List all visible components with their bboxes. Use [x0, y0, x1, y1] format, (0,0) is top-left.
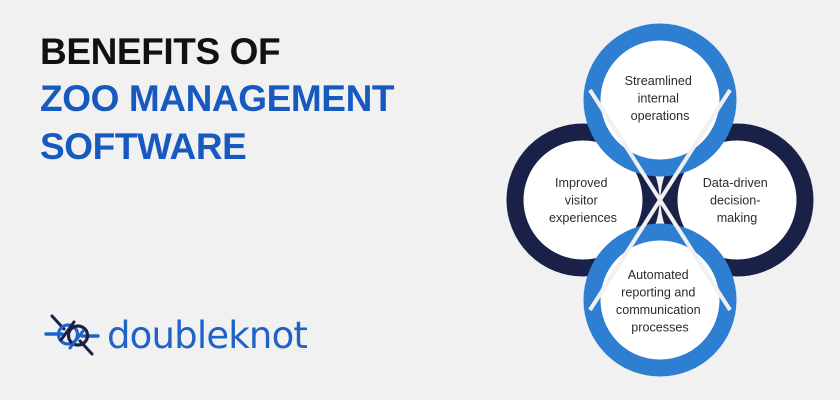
page-title-line-3: Software: [40, 125, 247, 167]
logo-wordmark: doubleknot: [107, 313, 308, 357]
page-title-line-2: Zoo Management: [40, 78, 395, 120]
double-knot-icon: [44, 314, 100, 356]
page-title: Benefits of Zoo Management Software: [40, 28, 460, 170]
benefits-diagram: Streamlined internal operations Improved…: [440, 0, 840, 400]
benefit-node-left-label: Improved visitor experiences: [549, 176, 617, 225]
page-title-line-1: Benefits of: [40, 31, 281, 72]
benefit-node-right[interactable]: [660, 123, 814, 277]
benefit-node-bottom-label: Automated reporting and communication pr…: [616, 268, 704, 335]
benefit-node-bottom[interactable]: [583, 223, 737, 377]
benefit-node-right-label: Data-driven decision- making: [703, 176, 772, 225]
benefit-node-top[interactable]: [583, 23, 737, 177]
benefit-node-top-label: Streamlined internal operations: [625, 74, 696, 123]
left-panel: Benefits of Zoo Management Software: [40, 28, 460, 358]
benefit-node-left[interactable]: [506, 123, 660, 277]
brand-logo: doubleknot: [44, 312, 308, 358]
